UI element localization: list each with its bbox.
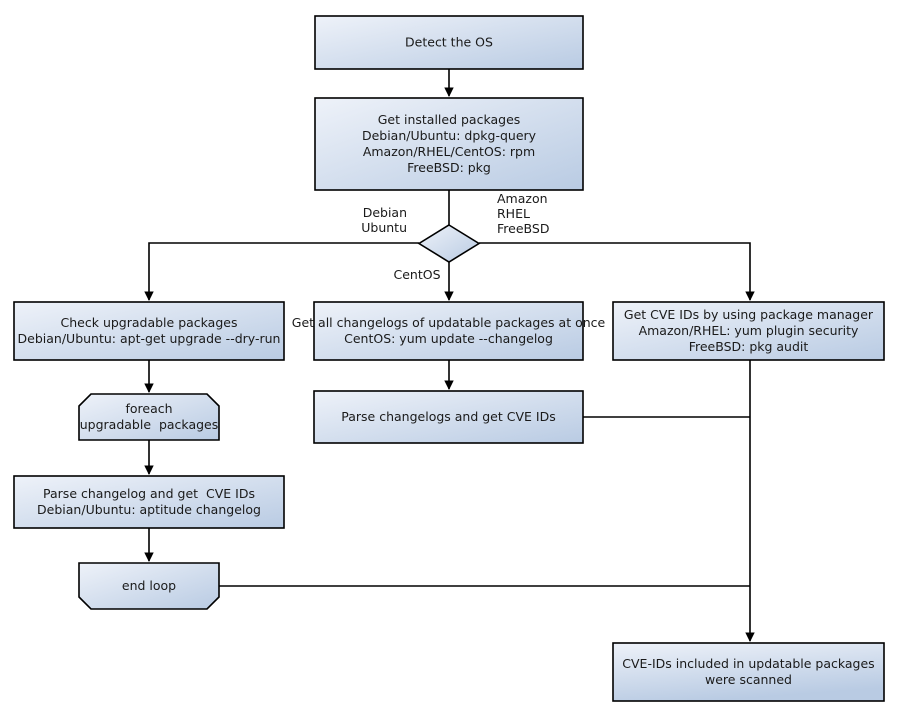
node-get-all-changelogs[interactable]: Get all changelogs of updatable packages…	[292, 301, 606, 361]
shape-rectangle	[314, 97, 584, 191]
shape-rectangle	[612, 301, 885, 361]
edges-layer	[144, 69, 755, 642]
shape-rectangle	[13, 475, 285, 529]
edge-decision-to-rhel-branch	[479, 242, 755, 301]
shape-rectangle	[313, 301, 584, 361]
node-label-detect-os: Detect the OS	[405, 34, 493, 49]
node-label-get-all-changelogs: Get all changelogs of updatable packages…	[292, 315, 606, 346]
shape-rectangle	[612, 642, 885, 702]
shape-rectangle	[13, 301, 285, 361]
shape-loop-end	[78, 562, 220, 610]
edge-label-label-centos: CentOS	[393, 267, 440, 282]
shape-loop-start	[78, 393, 220, 441]
node-detect-os[interactable]: Detect the OS	[314, 15, 584, 70]
node-label-end-loop: end loop	[122, 578, 176, 593]
shape-diamond	[417, 224, 481, 263]
node-os-decision[interactable]	[417, 224, 481, 263]
node-parse-changelogs-cve-ids[interactable]: Parse changelogs and get CVE IDs	[313, 390, 584, 444]
shape-rectangle	[314, 15, 584, 70]
shape-rectangle	[313, 390, 584, 444]
node-end-loop[interactable]: end loop	[78, 562, 220, 610]
node-label-parse-changelogs-cve-ids: Parse changelogs and get CVE IDs	[341, 409, 555, 424]
edge-decision-to-debian-branch	[144, 242, 419, 301]
